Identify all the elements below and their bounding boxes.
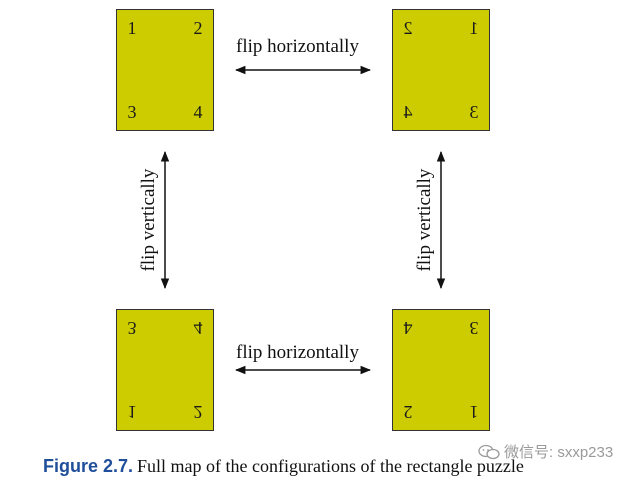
rect-v-flipped: 3 4 1 2 xyxy=(116,309,214,431)
label-flip-horizontally-bottom: flip horizontally xyxy=(236,342,359,363)
label-flip-vertically-right: flip vertically xyxy=(414,168,435,272)
rect-original: 1 2 3 4 xyxy=(116,9,214,131)
corner-number-br: 4 xyxy=(193,102,203,122)
corner-number-tl: 1 xyxy=(127,18,137,38)
label-flip-horizontally-top: flip horizontally xyxy=(236,36,359,57)
watermark-text: 微信号: sxxp233 xyxy=(504,444,614,461)
rect-hv-flipped: 4 3 2 1 xyxy=(392,309,490,431)
figure-number: Figure 2.7. xyxy=(43,456,134,476)
label-flip-vertically-left: flip vertically xyxy=(138,168,159,272)
wechat-icon xyxy=(478,444,500,459)
caption-text: Full map of the configurations of the re… xyxy=(137,456,524,476)
rect-h-flipped: 2 1 4 3 xyxy=(392,9,490,131)
corner-number-bl: 3 xyxy=(127,102,137,122)
figure-caption: Figure 2.7. Full map of the configuratio… xyxy=(43,456,524,477)
corner-number-tr: 2 xyxy=(193,18,203,38)
watermark: 微信号: sxxp233 xyxy=(478,441,613,462)
